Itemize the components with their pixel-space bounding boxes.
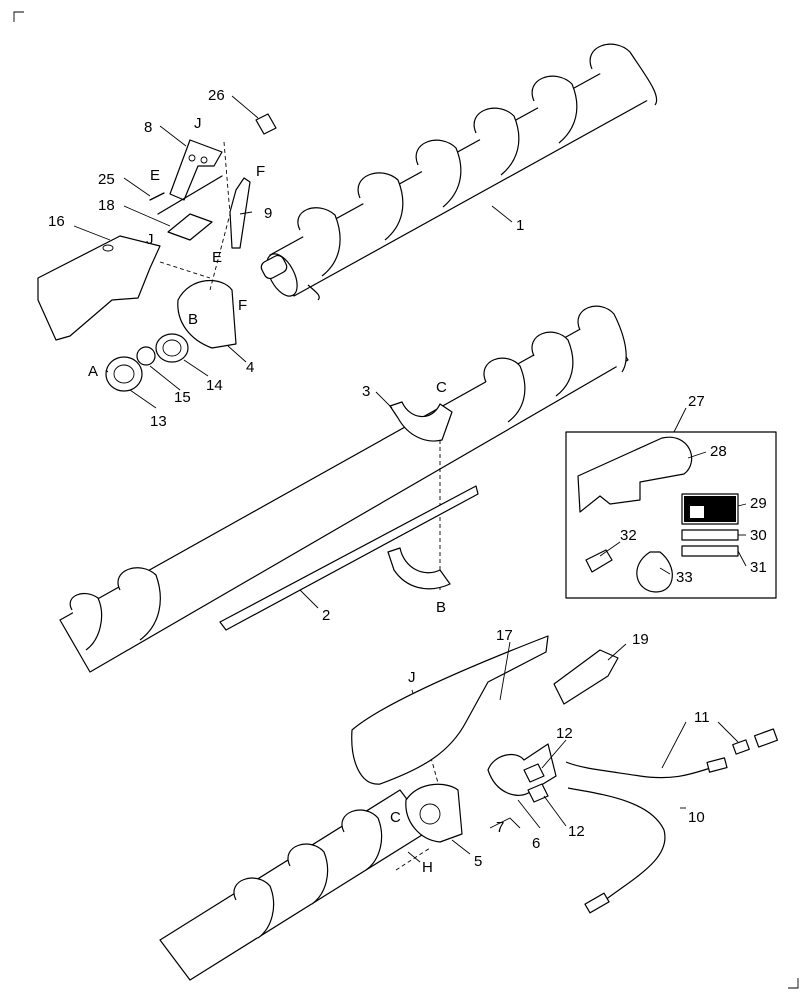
callout-15: 15 <box>174 389 191 406</box>
reference-letters: J E F J E B F A C B J C H <box>88 115 447 876</box>
callout-26: 26 <box>208 87 225 104</box>
callout-16: 16 <box>48 213 65 230</box>
callout-8: 8 <box>144 119 152 136</box>
part-30-strip <box>681 529 739 541</box>
part-5-end-plate <box>405 783 463 843</box>
callout-19: 19 <box>632 631 649 648</box>
callout-29: 29 <box>750 495 767 512</box>
lower-auger-tube <box>159 789 431 981</box>
callout-12a: 12 <box>556 725 573 742</box>
ref-A: A <box>88 363 98 380</box>
part-8-bracket <box>169 139 223 201</box>
part-28-shield <box>577 436 693 513</box>
callout-28: 28 <box>710 443 727 460</box>
part-25-pin <box>149 192 165 201</box>
part-11-fitting <box>732 739 750 755</box>
ref-C-lower: C <box>390 809 401 826</box>
callout-30: 30 <box>750 527 767 544</box>
ref-C-mid: C <box>436 379 447 396</box>
callout-10: 10 <box>688 809 705 826</box>
callout-31: 31 <box>750 559 767 576</box>
callout-33: 33 <box>676 569 693 586</box>
callout-1: 1 <box>516 217 524 234</box>
middle-auger-tube <box>59 305 629 673</box>
callout-13: 13 <box>150 413 167 430</box>
part-17-shield <box>351 635 549 785</box>
part-9-arm <box>229 177 251 249</box>
callout-3: 3 <box>362 383 370 400</box>
part-15-collar <box>136 346 156 366</box>
callout-32: 32 <box>620 527 637 544</box>
corner-mark-top-left <box>13 11 24 22</box>
upper-auger-tube <box>260 43 658 301</box>
callout-17: 17 <box>496 627 513 644</box>
callout-9: 9 <box>264 205 272 222</box>
ref-B-upper: B <box>188 311 198 328</box>
part-3-clamp <box>389 401 453 442</box>
ref-F-upper: F <box>256 163 265 180</box>
callout-11: 11 <box>694 709 710 726</box>
ref-J-lower: J <box>408 669 416 686</box>
part-2-strip <box>219 485 479 631</box>
part-18-plate <box>167 213 213 241</box>
callout-25: 25 <box>98 171 115 188</box>
part-26-clip <box>255 113 277 135</box>
part-33-bag <box>636 551 673 593</box>
leader-lines <box>73 95 747 863</box>
ref-B-mid: B <box>436 599 446 616</box>
callout-4: 4 <box>246 359 254 376</box>
part-12-fitting-a <box>523 763 545 783</box>
ref-E-lower: E <box>212 249 222 266</box>
part-6-motor <box>487 743 557 796</box>
part-3-clamp-lower <box>387 547 451 590</box>
callout-labels: 1 2 3 4 5 6 7 8 9 10 11 12 12 13 14 15 1… <box>48 87 767 870</box>
callout-5: 5 <box>474 853 482 870</box>
part-13-flange <box>105 356 143 392</box>
part-10-hose <box>565 761 719 779</box>
callout-2: 2 <box>322 607 330 624</box>
part-31-strip <box>681 545 739 557</box>
callout-12b: 12 <box>568 823 585 840</box>
part-4-end-plate <box>177 279 237 349</box>
ref-J-left: J <box>146 231 154 248</box>
part-32-clip <box>585 549 613 573</box>
callout-14: 14 <box>206 377 223 394</box>
part-19-bracket <box>553 649 619 705</box>
corner-mark-bottom-right <box>788 978 799 989</box>
callout-6: 6 <box>532 835 540 852</box>
callout-18: 18 <box>98 197 115 214</box>
ref-F-lower: F <box>238 297 247 314</box>
callout-27: 27 <box>688 393 705 410</box>
part-16-shield <box>37 235 161 341</box>
ref-J-top: J <box>194 115 202 132</box>
part-12-fitting-b <box>527 783 549 803</box>
ref-H: H <box>422 859 433 876</box>
ref-E-upper: E <box>150 167 160 184</box>
part-14-bearing <box>155 333 189 363</box>
callout-7: 7 <box>496 819 504 836</box>
